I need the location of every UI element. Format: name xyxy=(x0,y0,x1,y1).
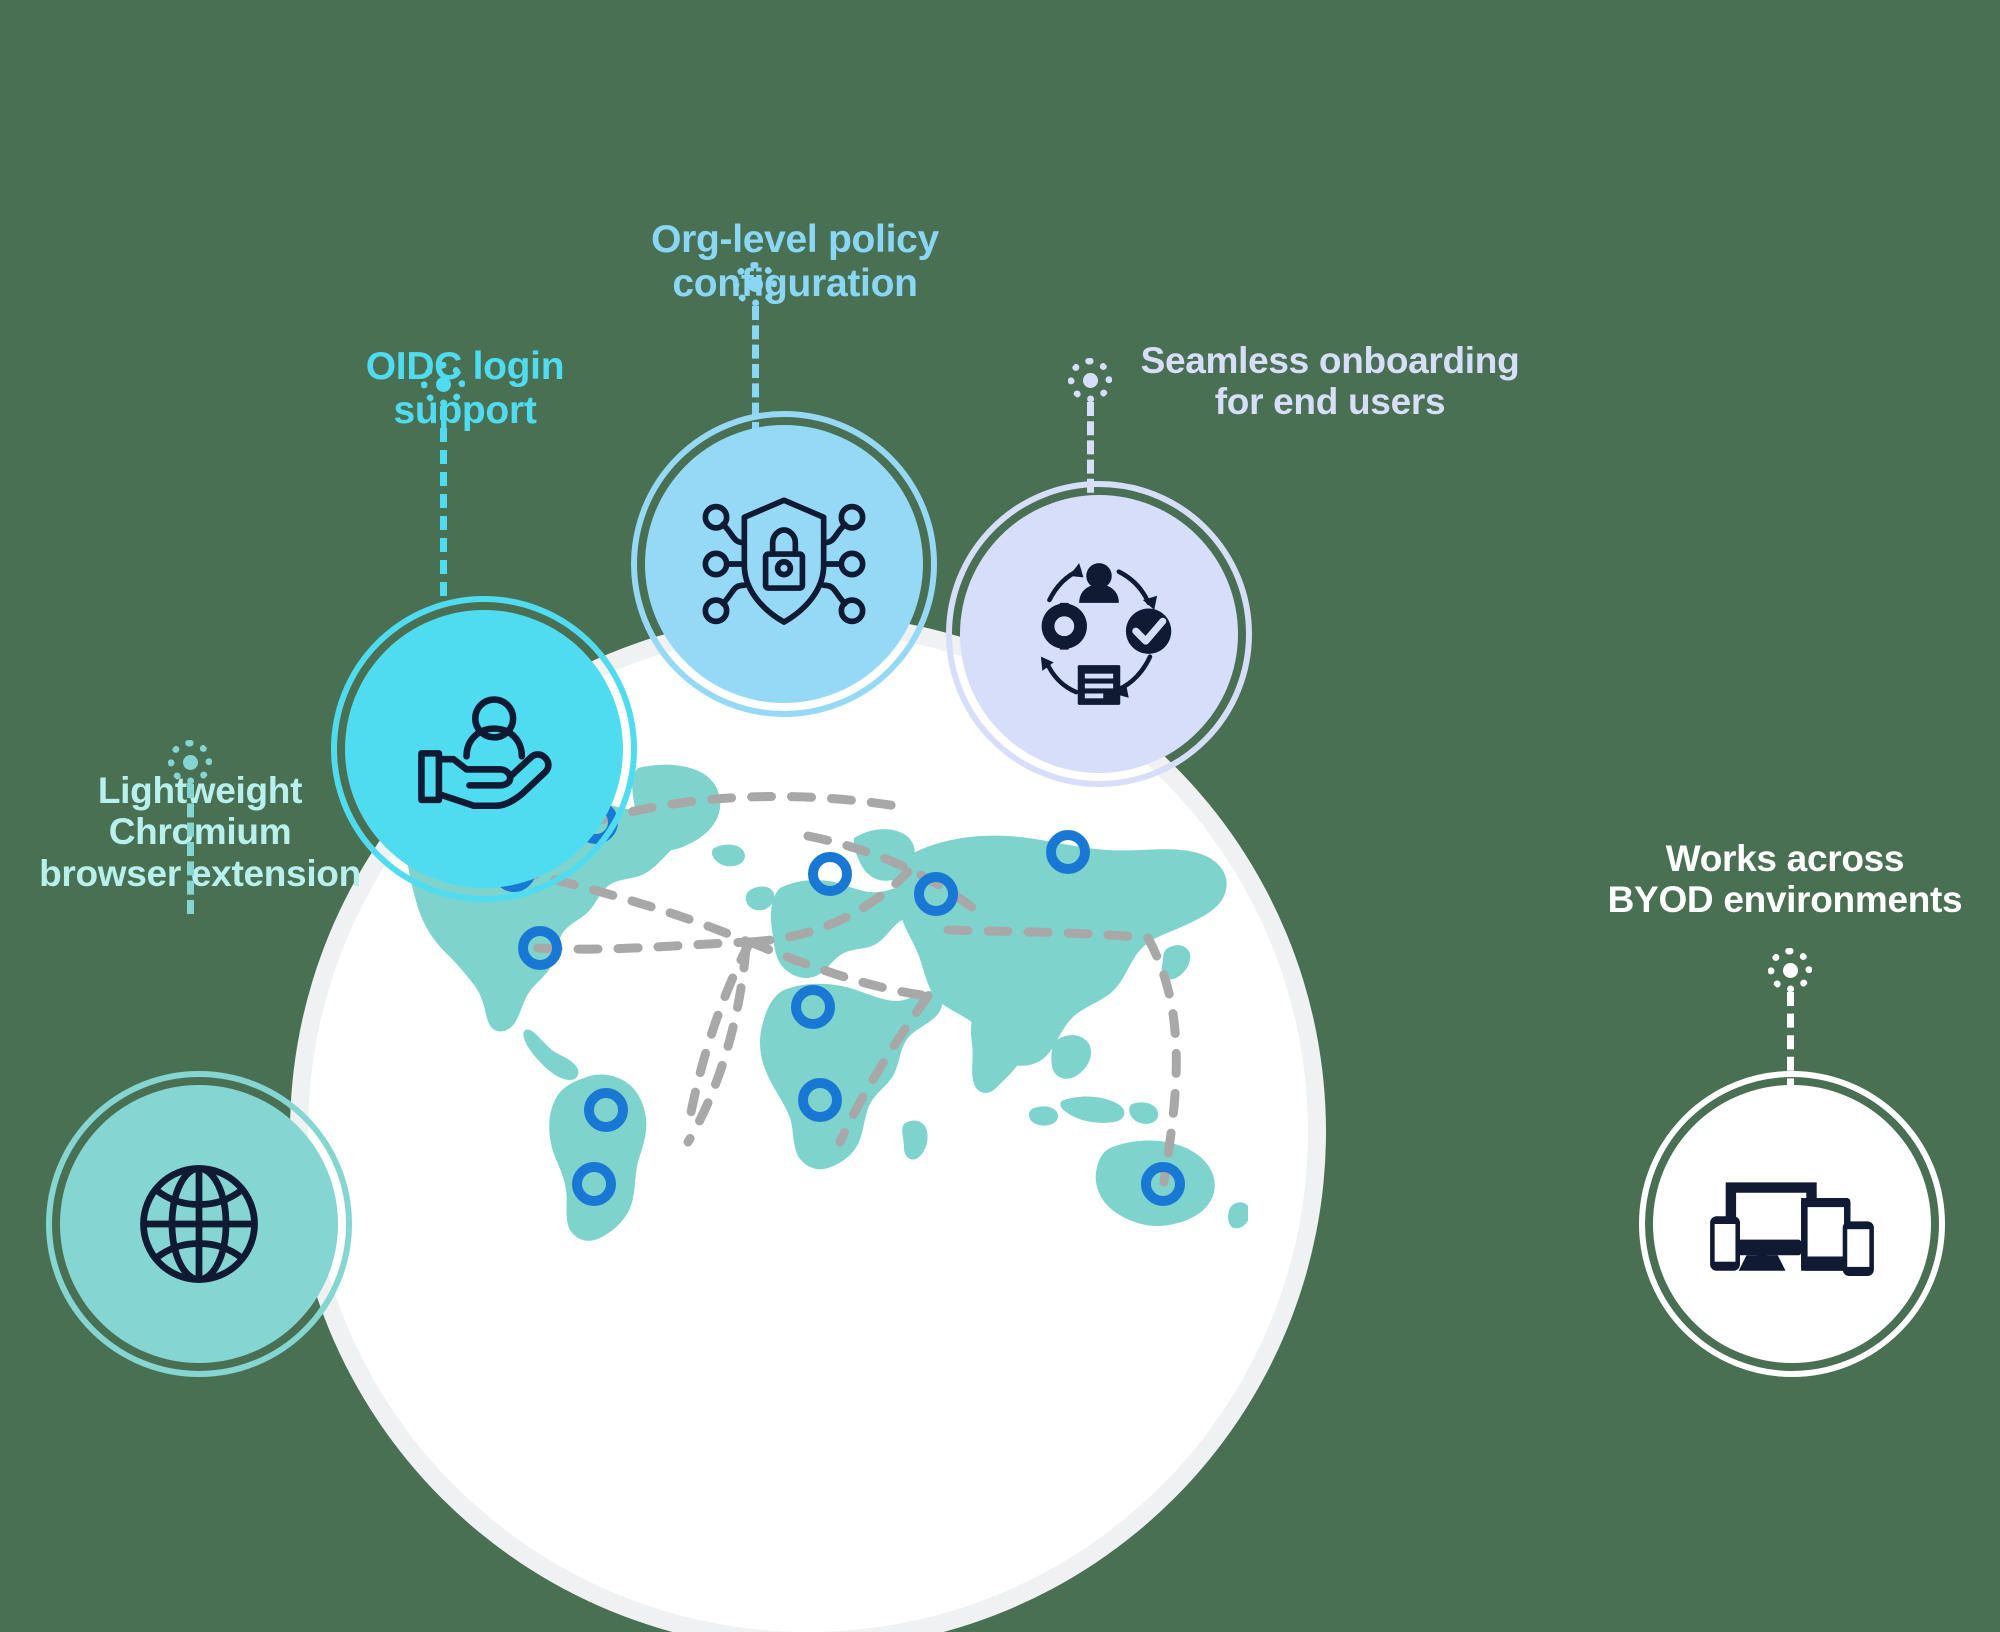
connector-ring-dot xyxy=(747,276,763,292)
connector-ring-outer xyxy=(168,740,212,784)
marker-brazil-north xyxy=(584,1088,628,1132)
world-map-svg xyxy=(392,764,1248,1241)
route-na-atlantic xyxy=(511,865,753,947)
hand-holding-user-icon xyxy=(345,610,623,888)
connector-stem xyxy=(1086,402,1094,512)
route-atlantic-europe xyxy=(745,867,913,947)
node-disc xyxy=(1653,1085,1931,1363)
connector-ring-outer xyxy=(1068,358,1112,402)
marker-europe xyxy=(808,852,852,896)
route-us-atlantic xyxy=(533,937,755,954)
feature-node-org-policy[interactable] xyxy=(631,411,937,717)
node-outline xyxy=(946,481,1252,787)
route-africa-south xyxy=(835,991,933,1147)
shield-lock-network-icon xyxy=(645,425,923,703)
route-nordic-asia xyxy=(803,831,983,917)
connector-org-policy xyxy=(733,262,777,436)
feature-node-seamless-onboarding[interactable] xyxy=(946,481,1252,787)
node-outline xyxy=(331,596,637,902)
feature-node-lightweight-chromium[interactable] xyxy=(46,1071,352,1377)
connector-ring-dot xyxy=(182,754,198,770)
label-byod-environments: Works across BYOD environments xyxy=(1607,838,1963,921)
connector-stem xyxy=(751,306,759,436)
connector-ring-icon xyxy=(733,262,777,306)
connector-byod-environments xyxy=(1768,948,1812,1114)
connector-ring-dot xyxy=(435,376,451,392)
connector-ring-icon xyxy=(1768,948,1812,992)
feature-node-oidc-login[interactable] xyxy=(331,596,637,902)
feature-node-byod-environments[interactable] xyxy=(1639,1071,1945,1377)
network-routes xyxy=(511,792,1181,1187)
route-europe-africa xyxy=(745,937,933,1001)
label-lightweight-chromium: Lightweight Chromium browser extension xyxy=(39,770,361,894)
marker-australia xyxy=(1141,1162,1185,1206)
label-oidc-login: OIDC login support xyxy=(365,345,565,432)
node-outline xyxy=(46,1071,352,1377)
connector-seamless-onboarding xyxy=(1068,358,1112,512)
infographic-canvas: Lightweight Chromium browser extension O… xyxy=(39,218,1963,1632)
marker-south-africa xyxy=(798,1078,842,1122)
connector-ring-dot xyxy=(1082,372,1098,388)
connector-oidc-login xyxy=(421,362,465,596)
connector-stem xyxy=(1786,992,1794,1114)
connector-ring-icon xyxy=(421,362,465,406)
node-outline xyxy=(1639,1071,1945,1377)
connector-stem xyxy=(186,784,194,914)
connector-ring-dot xyxy=(1782,962,1798,978)
route-atlantic-south xyxy=(683,937,755,1133)
marker-west-asia xyxy=(914,872,958,916)
route-asia-east xyxy=(943,925,1153,943)
node-disc xyxy=(345,610,623,888)
world-map xyxy=(308,632,1308,1632)
node-disc xyxy=(960,495,1238,773)
marker-west-africa xyxy=(791,985,835,1029)
connector-ring-outer xyxy=(733,262,777,306)
route-arctic xyxy=(589,792,913,827)
onboarding-cycle-icon xyxy=(960,495,1238,773)
label-seamless-onboarding: Seamless onboarding for end users xyxy=(1140,340,1520,423)
connector-ring-outer xyxy=(1768,948,1812,992)
marker-russia xyxy=(1046,830,1090,874)
route-south-america xyxy=(683,943,751,1147)
connector-ring-outer xyxy=(421,362,465,406)
globe-icon xyxy=(60,1085,338,1363)
marker-brazil-south xyxy=(572,1162,616,1206)
connector-ring-icon xyxy=(168,740,212,784)
route-asia-australia xyxy=(1143,933,1181,1187)
connector-stem xyxy=(439,406,447,596)
connector-lightweight-chromium xyxy=(168,740,212,914)
marker-usa xyxy=(518,926,562,970)
node-outline xyxy=(631,411,937,717)
multi-device-icon xyxy=(1653,1085,1931,1363)
label-org-policy: Org-level policy configuration xyxy=(651,218,939,305)
connector-ring-icon xyxy=(1068,358,1112,402)
